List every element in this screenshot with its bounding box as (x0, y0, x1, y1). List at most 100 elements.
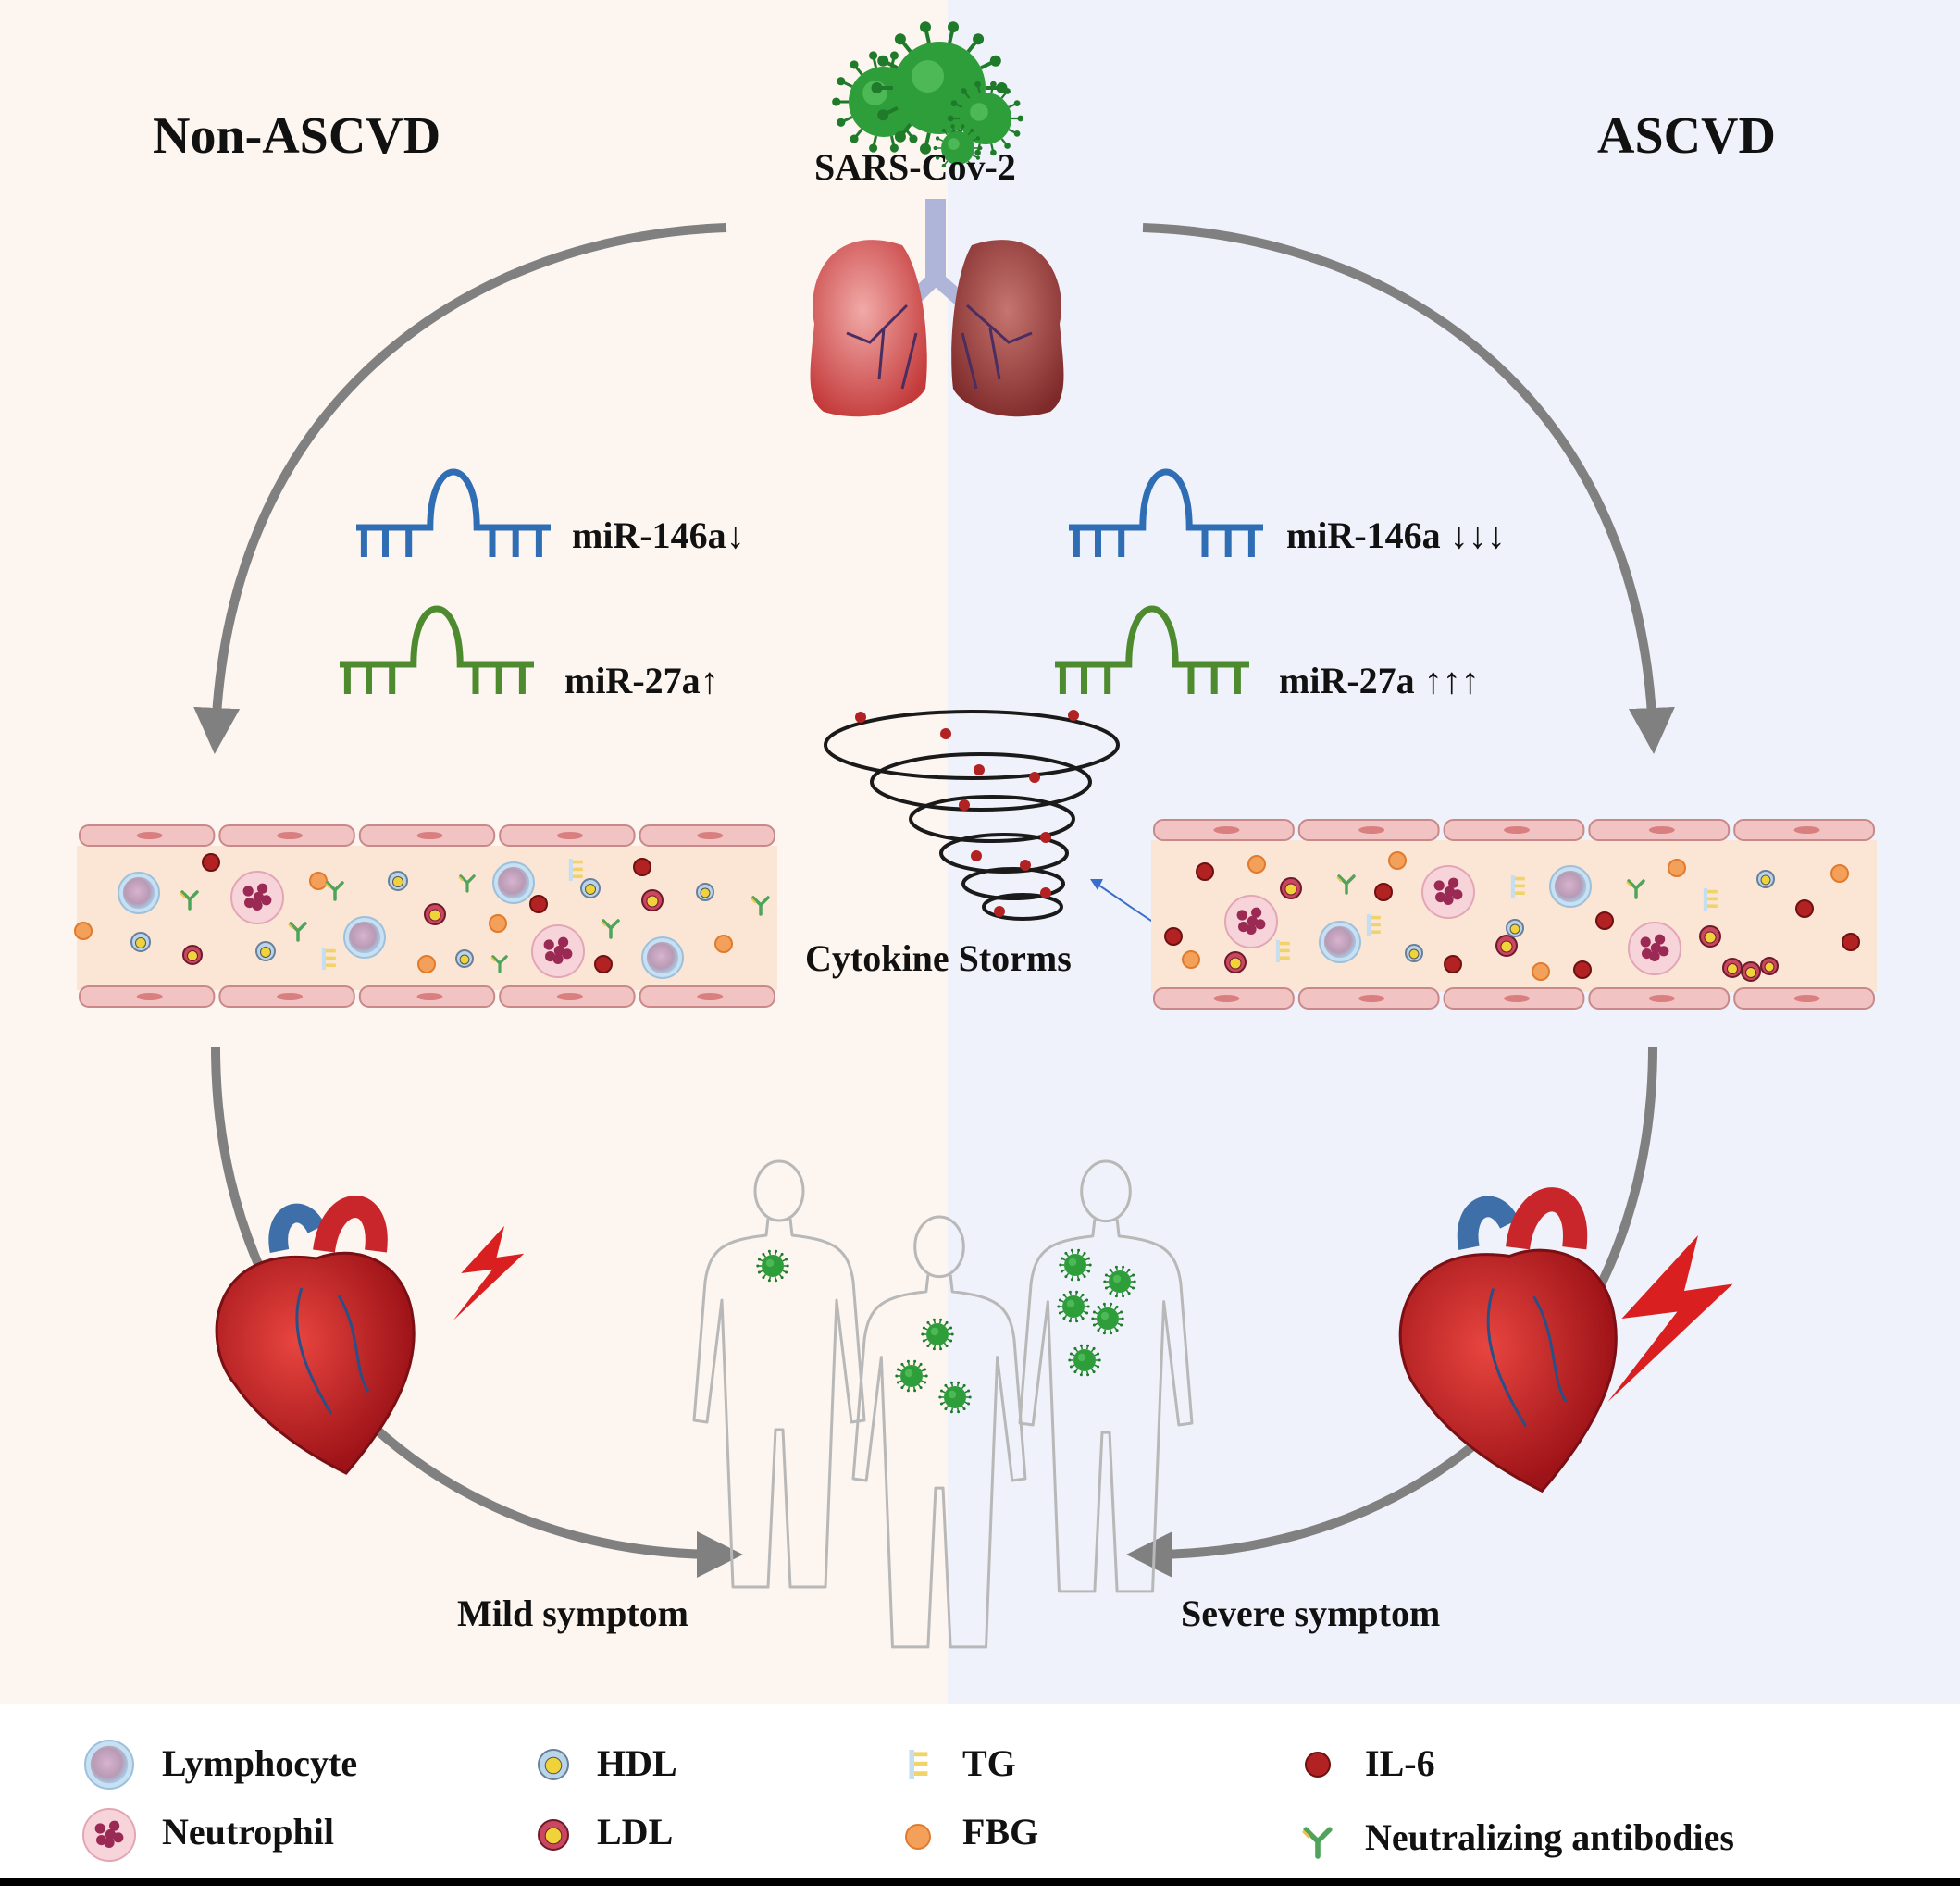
right-mir146-label: miR-146a ↓↓↓ (1286, 514, 1506, 556)
fbg-icon (714, 935, 733, 953)
hdl-icon (580, 878, 601, 898)
tg-icon (1275, 940, 1290, 962)
legend-label-antibodies: Neutralizing antibodies (1365, 1816, 1734, 1858)
legend-label-tg: TG (962, 1742, 1016, 1784)
lymphocyte-icon (1319, 921, 1361, 963)
human-figure-3-icon (1018, 1159, 1194, 1593)
hdl-icon (1756, 870, 1775, 888)
il6-icon (1444, 955, 1462, 973)
hdl-icon (538, 1749, 569, 1780)
mir146-hairpin-left-icon (356, 468, 551, 557)
mir27-hairpin-left-icon (340, 605, 534, 694)
il6-icon (1573, 960, 1592, 979)
ldl-icon (1760, 957, 1779, 975)
il6-icon (1795, 899, 1814, 918)
fbg-icon (1388, 851, 1407, 870)
severe-symptom-label: Severe symptom (1181, 1592, 1441, 1634)
neutrophil-icon (82, 1808, 136, 1862)
neutrophil-icon (531, 924, 585, 978)
il6-icon (633, 858, 651, 876)
left-mir27-label: miR-27a↑ (564, 660, 719, 701)
antibody-icon (288, 922, 307, 942)
ldl-icon (1741, 961, 1761, 982)
legend-label-fbg: FBG (962, 1811, 1039, 1853)
blood-vessel-right (1151, 819, 1877, 1010)
il6-icon (529, 895, 548, 913)
antibody-icon (1336, 874, 1356, 895)
virus-particle-icon (895, 1359, 928, 1393)
legend-label-hdl: HDL (597, 1742, 677, 1784)
virus-particle-icon (938, 1381, 972, 1414)
lymphocyte-icon (1549, 865, 1592, 908)
legend-label-ldl: LDL (597, 1811, 674, 1853)
human-figure-2-icon (851, 1215, 1027, 1649)
fbg-icon (489, 914, 507, 933)
hdl-icon (1405, 944, 1423, 962)
antibody-icon (325, 881, 344, 901)
sars-cov-2-virus-icon (832, 21, 1024, 172)
lymphocyte-icon (84, 1740, 134, 1790)
virus-particle-icon (1068, 1344, 1101, 1377)
legend-label-neutrophil: Neutrophil (162, 1811, 334, 1853)
mir146-hairpin-right-icon (1069, 468, 1263, 557)
antibody-icon (1301, 1827, 1333, 1859)
neutrophil-icon (1224, 895, 1278, 948)
virus-particle-icon (1057, 1290, 1090, 1323)
ldl-icon (1495, 935, 1518, 957)
virus-particle-icon (1091, 1302, 1124, 1335)
virus-particle-icon (1103, 1265, 1136, 1298)
il6-icon (1374, 883, 1393, 901)
ldl-icon (424, 903, 446, 925)
tg-icon (909, 1750, 928, 1779)
hdl-icon (130, 932, 151, 952)
fbg-icon (417, 955, 436, 973)
hdl-icon (255, 941, 276, 961)
lymphocyte-icon (118, 872, 160, 914)
hdl-icon (388, 871, 408, 891)
virus-particle-icon (921, 1318, 954, 1351)
il6-icon (1196, 862, 1214, 881)
fbg-icon (1668, 859, 1686, 877)
cytokine-storm-label: Cytokine Storms (805, 937, 1072, 979)
left-mir146-label: miR-146a↓ (572, 514, 745, 556)
neutrophil-icon (230, 871, 284, 924)
tg-icon (321, 948, 336, 970)
blood-vessel-left (74, 824, 777, 1008)
mild-symptom-label: Mild symptom (457, 1592, 688, 1634)
fbg-icon (905, 1824, 931, 1850)
tg-icon (1366, 914, 1381, 936)
tg-icon (1510, 875, 1525, 898)
fbg-icon (1247, 855, 1266, 874)
il6-icon (1305, 1752, 1331, 1778)
fbg-icon (1830, 864, 1849, 883)
legend-icons (82, 1740, 1333, 1862)
antibody-icon (180, 890, 199, 911)
hdl-icon (455, 949, 474, 968)
virus-particle-icon (756, 1249, 789, 1283)
lightning-bolt-right-icon (1607, 1235, 1733, 1402)
arrow-top-left (193, 223, 727, 754)
cytokine-storm-tornado-icon (824, 710, 1170, 933)
antibody-icon (601, 919, 620, 939)
neutrophil-icon (1421, 865, 1475, 919)
tg-icon (1703, 888, 1718, 911)
ldl-icon (1699, 925, 1721, 948)
heart-left-icon (215, 1196, 416, 1475)
il6-icon (1164, 927, 1183, 946)
legend-label-lymphocyte: Lymphocyte (162, 1742, 358, 1784)
antibody-icon (1626, 879, 1645, 899)
ldl-icon (641, 889, 664, 911)
hdl-icon (1506, 919, 1524, 937)
fbg-icon (74, 922, 93, 940)
antibody-icon (490, 955, 508, 973)
right-mir27-label: miR-27a ↑↑↑ (1279, 660, 1480, 701)
lightning-bolt-left-icon (453, 1226, 525, 1320)
virus-particle-icon (933, 124, 983, 172)
human-figure-1-icon (692, 1159, 866, 1589)
antibody-icon (458, 874, 476, 893)
hearts (215, 1187, 1733, 1493)
lymphocyte-icon (492, 861, 535, 904)
hdl-icon (696, 883, 714, 901)
